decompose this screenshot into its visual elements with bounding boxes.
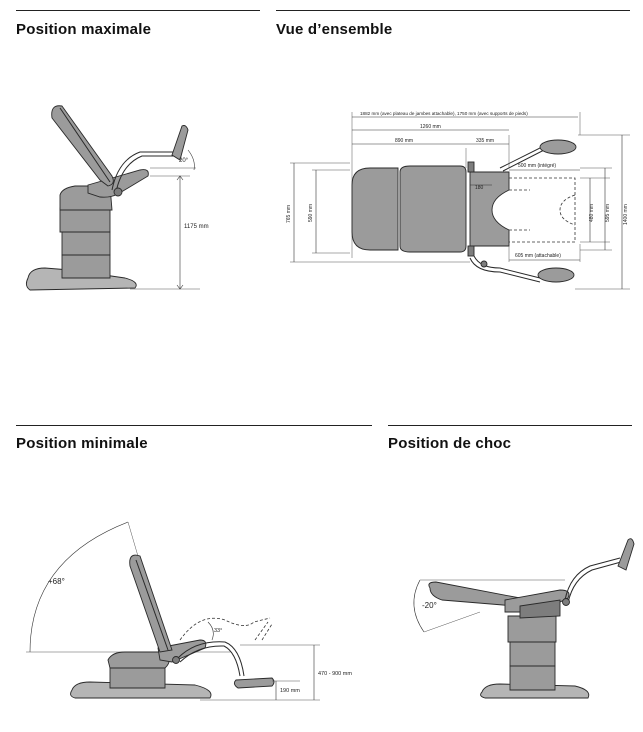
bottom-right-rule xyxy=(388,425,632,426)
height-1175-label: 1175 mm xyxy=(184,224,209,230)
dim-605-label: 605 mm (attachable) xyxy=(515,253,561,259)
dim-595-label: 595 mm xyxy=(605,204,611,222)
leg-arm-choc xyxy=(564,557,621,601)
foot-pad-lower xyxy=(537,267,575,283)
dim-590-label: 590 mm xyxy=(308,204,314,222)
panel-title-vue-ensemble: Vue d’ensemble xyxy=(276,21,393,38)
seat-top xyxy=(469,171,510,247)
floor-base xyxy=(25,267,137,291)
height-range-label: 470 - 900 mm xyxy=(318,671,352,677)
leg-integrated xyxy=(509,177,576,243)
dim-500-label: 500 mm (intégré) xyxy=(518,163,556,169)
angle-68-label: +68° xyxy=(48,577,65,586)
seat-block-choc xyxy=(519,599,561,619)
dim-1260-label: 1260 mm xyxy=(420,124,441,130)
height-190-label: 190 mm xyxy=(280,688,300,694)
foot-pad xyxy=(171,125,189,161)
dim-335-label: 335 mm xyxy=(476,138,494,144)
backrest-min xyxy=(129,554,173,653)
angle-minus20-label: -20° xyxy=(422,601,437,610)
backrest-top xyxy=(399,165,467,253)
angle-33-label: 33° xyxy=(214,628,222,634)
floor-base-choc xyxy=(480,683,590,699)
hinge-bar-top xyxy=(467,161,475,173)
floor-base-min xyxy=(70,681,212,699)
column-choc-middle xyxy=(509,641,556,667)
dim-1400-label: 1400 mm xyxy=(623,204,629,225)
dim-180-label: 180 xyxy=(475,185,484,191)
leg-arm-min xyxy=(177,641,245,677)
top-left-rule xyxy=(16,10,260,11)
total-length-label: 1882 mm (avec plateau de jambes attachab… xyxy=(360,111,528,116)
column-choc-lower xyxy=(509,665,556,691)
headrest-top xyxy=(351,167,399,251)
panel-title-position-minimale: Position minimale xyxy=(16,435,148,452)
hinge-bar-bottom xyxy=(467,245,475,257)
leg-arm xyxy=(111,151,175,191)
panel-title-position-choc: Position de choc xyxy=(388,435,512,452)
bottom-left-rule xyxy=(16,425,372,426)
foot-pad-upper xyxy=(539,139,577,155)
dim-890-label: 890 mm xyxy=(395,138,413,144)
dim-480-label: 480 mm xyxy=(589,204,595,222)
top-right-rule xyxy=(276,10,630,11)
foot-pad-min xyxy=(233,677,275,689)
panel-title-position-maximale: Position maximale xyxy=(16,21,152,38)
angle-20-label: 20° xyxy=(179,158,189,164)
hinge xyxy=(113,187,123,197)
column-choc-upper xyxy=(507,615,557,643)
foot-pad-choc xyxy=(617,538,635,571)
backrest xyxy=(51,105,114,187)
dim-765-label: 765 mm xyxy=(286,205,292,223)
